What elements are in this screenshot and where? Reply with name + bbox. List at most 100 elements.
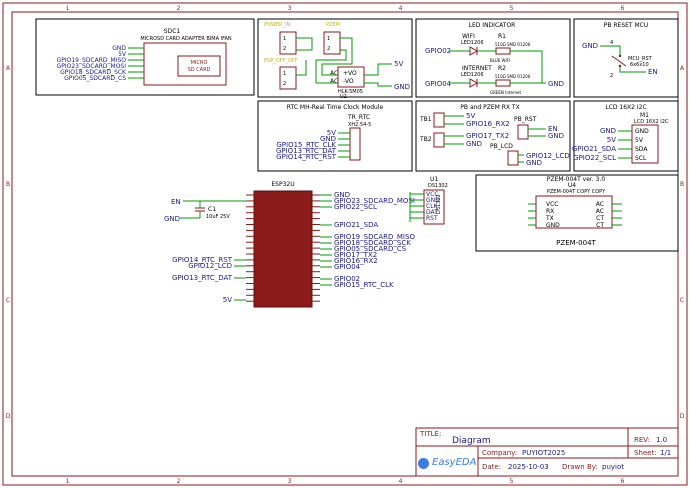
column-marker: 5 [510,478,514,485]
column-marker: 4 [399,5,403,12]
tb-date-label: Date: [482,463,502,471]
svg-text:M1: M1 [640,112,649,119]
sdcard-net-label: 5V [118,51,127,58]
svg-text:1: 1 [327,36,330,42]
svg-text:GPIO17_TX2: GPIO17_TX2 [466,132,509,140]
esp32-module: ESP32U GPIO14_RTC_RSTGPIO12_LCDGPIO13_RT… [164,181,415,308]
esp-en-net: EN [171,198,181,206]
pb-reset-block: PB RESET MCU GND EN MCU_RST 6x6x10 4 2 [573,18,679,98]
lcd-title: LCD 16X2 I2C [605,104,646,111]
svg-text:TR_RTC: TR_RTC [347,114,370,121]
column-marker: 1 [66,5,70,12]
rtc-net-label: GPIO13_RTC_DAT [276,147,337,155]
row-marker: A [680,65,685,72]
svg-text:510Ω SMD R1206: 510Ω SMD R1206 [495,42,531,47]
lcd-net-label: GND [600,127,616,135]
easyeda-logo: EasyEDA [418,457,476,471]
pbreset-en-net: EN [648,68,658,76]
sdcard-net-label: GPIO05_SDCARD_CS [64,75,126,82]
column-marker: 5 [510,5,514,12]
svg-text:XH2.54-5: XH2.54-5 [348,122,371,128]
title-block [415,427,679,477]
column-marker: 1 [66,478,70,485]
esp-right-net: GPIO19_SDCARD_MISO [334,233,415,241]
pzem-pin-right: AC [596,208,604,215]
reset-switch [611,55,627,67]
esp-left-net: 5V [223,296,232,304]
pzem-pin-left: TX [545,215,554,222]
esp-right-net: GPIO02 [334,275,360,283]
power-block: POWER_IN PZEM ESP_OFF_OFF 1 2 1 2 1 2 AC… [257,18,413,100]
sdcard-subtitle: MICROSD CARD ADAPTER BIMA IFAN [140,36,232,42]
cap-val: 10uF 25V [206,214,230,220]
svg-text:DS1302: DS1302 [428,183,448,189]
tb-title: Diagram [452,436,491,446]
svg-text:2: 2 [610,73,613,79]
lcd-block: LCD 16X2 I2C M1 LCD 16X2 I2C GNDGND5V5VS… [572,100,679,172]
lcd-net-label: GPIO21_SDA [572,145,616,153]
pzem-pin-right: AC [596,201,604,208]
row-marker: B [6,181,10,188]
power-in-label: POWER_IN [264,22,291,28]
sdcard-net-label: GPIO23_SDCARD_MOSI [57,63,127,70]
column-marker: 3 [288,478,292,485]
esp-gnd-net: GND [164,215,180,223]
column-marker: 6 [621,5,625,12]
sdcard-block: SDC1 MICROSD CARD ADAPTER BIMA IFAN MICR… [35,18,255,96]
column-marker: 6 [621,478,625,485]
esp-off-label: ESP_OFF_OFF [264,58,298,64]
led-title: LED INDICATOR [469,22,516,29]
row-marker: D [6,413,11,420]
svg-text:1: 1 [283,71,286,77]
cap-ref: C1 [208,206,216,213]
svg-text:AC: AC [330,70,338,77]
lcd-net-label: GPIO22_SCL [573,154,616,162]
svg-text:R2: R2 [498,65,506,72]
esp-name: ESP32U [271,181,294,188]
pzem-pin-left: RX [546,208,554,215]
ds1302-pin-label: DAT [426,209,438,216]
rtc-net-label: GND [320,135,336,143]
led-gpio02-net: GPIO02 [425,47,451,55]
tb-rev: 1.0 [656,436,668,444]
svg-text:R1: R1 [498,33,506,40]
column-marker: 2 [177,5,181,12]
power-gnd-net: GND [394,83,410,91]
tb-title-label: TITLE: [420,430,442,438]
svg-text:6x6x10: 6x6x10 [630,62,649,68]
svg-text:BLUE WIFI: BLUE WIFI [490,58,510,63]
svg-text:-VO: -VO [343,78,354,85]
esp-right-net: GPIO05_SDCARD_CS [334,245,407,253]
esp-right-net: GPIO17_TX2 [334,251,377,259]
sdcard-net-label: GPIO18_SDCARD_SCK [60,69,127,76]
svg-text:2: 2 [283,46,286,52]
esp-left-net: GPIO12_LCD [188,262,232,270]
power-5v-net: 5V [394,60,403,68]
resistor-r1 [495,47,511,55]
pzem-pin-right: CT [596,215,604,222]
hlk-module [337,66,365,88]
pbreset-title: PB RESET MCU [604,22,649,29]
esp-right-net: GPIO16_RX2 [334,257,378,265]
ds1302-pin-label: VCC [426,191,438,198]
tb-drawn-label: Drawn By: [562,463,598,471]
svg-text:PZEM-004T COPY COPY: PZEM-004T COPY COPY [547,189,606,195]
esp-right-net: GPIO22_SCL [334,203,377,211]
svg-text:GND: GND [548,132,564,140]
row-marker: D [680,413,685,420]
ds1302-body [423,189,445,225]
tb-sheet: 1/1 [660,449,672,457]
lcd-module [631,124,659,164]
resistor-r2 [495,79,511,87]
hlk-module-name: HLK-5M05 [338,89,363,95]
tb-rev-label: REV: [634,436,650,444]
pzem-pin-right: CT [596,222,604,229]
sdcard-module [143,42,227,86]
ds1302-body-label: DS1302 [436,194,442,214]
esp-right-net: GND [334,191,350,199]
